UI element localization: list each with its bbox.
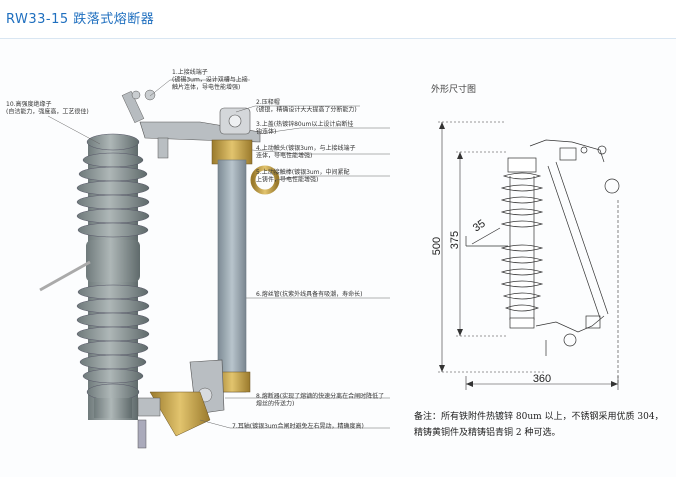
drawing-subtitle: 外形尺寸图 xyxy=(431,85,477,95)
title-divider xyxy=(0,38,676,39)
insulator xyxy=(76,133,150,420)
mounting-bracket xyxy=(39,260,91,292)
callout-7: 7.耳轴(镀银3um合闸时避免左右晃动，精确度高) xyxy=(232,422,364,430)
callout-4: 4.上动触头(镀银3um，与上接线端子 连体，导电性能增强) xyxy=(256,144,357,160)
bottom-contact-assembly xyxy=(137,359,251,449)
remark-note: 备注：所有铁附件热镀锌 80um 以上，不锈钢采用优质 304，精铸黄铜件及精铸… xyxy=(414,412,664,438)
fuse-tube xyxy=(217,159,247,393)
callout-6: 6.熔丝管(抗紫外线具备有吸潮，寿命长) xyxy=(256,290,362,298)
top-contact-assembly xyxy=(121,89,280,195)
callout-5: 5.上动接触棒(镀银3um，中间紧配 上铸件，导电性能增强) xyxy=(256,168,351,184)
page-title: RW33-15 跌落式熔断器 xyxy=(6,12,155,27)
callout-3: 3.上盖(热镀锌80um以上设计启断挂 钩连体) xyxy=(256,120,355,136)
callout-8: 8.熔断器(实现了熔镝的快速分离在合闸时降低了 熔丝的传送力) xyxy=(256,392,386,408)
callout-10: 10.高强度绝缘子 (自洁能力，强度高，工艺很佳) xyxy=(6,100,89,116)
callout-1: 1.上接线端子 (镀锡3um，设计双槽与上接 触片连体，导电性能增强) xyxy=(172,68,250,91)
callout-2: 2.压释帽 (镀银，精确设计大大提高了分断能力) xyxy=(256,98,357,114)
